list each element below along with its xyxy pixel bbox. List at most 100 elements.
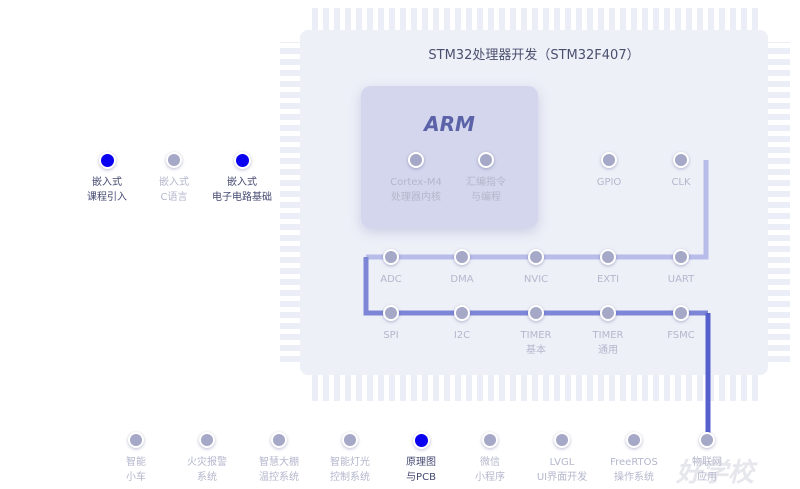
label-line: 电子电路基础 xyxy=(212,192,272,203)
label-line: 基本 xyxy=(525,345,546,356)
label-line: 应用 xyxy=(697,472,717,483)
path-turn1 xyxy=(366,160,709,260)
label-line: TIMER xyxy=(520,330,552,341)
label-line: 小车 xyxy=(126,472,146,483)
roadmap-node[interactable] xyxy=(408,152,424,168)
roadmap-node[interactable] xyxy=(673,152,689,168)
roadmap-node[interactable] xyxy=(271,432,287,448)
roadmap-node[interactable] xyxy=(528,305,544,321)
roadmap-node-label: 汇编指令与编程 xyxy=(466,175,506,205)
label-line: UART xyxy=(667,274,695,285)
label-line: 操作系统 xyxy=(614,472,654,483)
roadmap-node-label: NVIC xyxy=(524,272,548,287)
label-line: 原理图 xyxy=(406,457,436,468)
roadmap-node-label: 嵌入式电子电路基础 xyxy=(212,175,272,205)
roadmap-node-label: ADC xyxy=(380,272,402,287)
roadmap-node-label: FSMC xyxy=(667,328,695,343)
roadmap-node[interactable] xyxy=(383,305,399,321)
chip-title: STM32处理器开发（STM32F407） xyxy=(428,48,640,63)
watermark-logo: 好学校 xyxy=(676,458,755,488)
label-line: FSMC xyxy=(667,330,695,341)
label-line: 课程引入 xyxy=(87,192,127,203)
label-line: 智能 xyxy=(126,457,146,468)
roadmap-node[interactable] xyxy=(554,432,570,448)
label-line: FreeRTOS xyxy=(610,457,658,468)
roadmap-node-label: TIMER 基本 xyxy=(521,328,552,358)
roadmap-node-label: Cortex-M4 处理器内核 xyxy=(390,175,442,205)
roadmap-node[interactable] xyxy=(673,305,689,321)
label-line: 物联网 xyxy=(692,457,722,468)
label-line: EXTI xyxy=(596,274,620,285)
roadmap-node[interactable] xyxy=(342,432,358,448)
label-line: I2C xyxy=(453,330,471,341)
chip-pins-left xyxy=(280,42,300,362)
roadmap-node-label: EXTI xyxy=(597,272,619,287)
label-line: 与编程 xyxy=(471,192,501,203)
roadmap-node[interactable] xyxy=(99,152,116,169)
label-line: NVIC xyxy=(523,274,549,285)
roadmap-node-label: DMA xyxy=(450,272,473,287)
chip-pins-right xyxy=(768,42,790,362)
roadmap-node-label: 物联网应用 xyxy=(692,455,722,485)
roadmap-node-label: SPI xyxy=(383,328,398,343)
label-line: 火灾报警 xyxy=(187,457,227,468)
label-line: LVGL xyxy=(549,457,575,468)
roadmap-node[interactable] xyxy=(454,305,470,321)
roadmap-node-label: TIMER 通用 xyxy=(593,328,624,358)
roadmap-node-label: 微信小程序 xyxy=(475,455,505,485)
chip-pins-bottom xyxy=(312,375,762,401)
label-line: GPIO xyxy=(596,177,622,188)
roadmap-node[interactable] xyxy=(234,152,251,169)
label-line: 温控系统 xyxy=(259,472,299,483)
label-line: C语言 xyxy=(160,192,188,203)
label-line: DMA xyxy=(450,274,474,285)
roadmap-node[interactable] xyxy=(601,152,617,168)
roadmap-node[interactable] xyxy=(626,432,642,448)
label-line: 小程序 xyxy=(475,472,505,483)
arm-logo: ARM xyxy=(424,112,475,136)
roadmap-node[interactable] xyxy=(600,249,616,265)
roadmap-node-label: 智能灯光控制系统 xyxy=(330,455,370,485)
arm-core-box: ARM xyxy=(361,86,538,228)
roadmap-node[interactable] xyxy=(128,432,144,448)
roadmap-node-label: LVGL UI界面开发 xyxy=(537,455,587,485)
label-line: 智慧大棚 xyxy=(259,457,299,468)
label-line: SPI xyxy=(383,330,399,341)
label-line: 与PCB xyxy=(406,472,436,483)
path-turn2 xyxy=(363,257,708,316)
roadmap-node[interactable] xyxy=(478,152,494,168)
roadmap-node-label: I2C xyxy=(454,328,470,343)
label-line: 系统 xyxy=(197,472,217,483)
roadmap-node[interactable] xyxy=(454,249,470,265)
roadmap-node-label: CLK xyxy=(671,175,690,190)
label-line: 通用 xyxy=(597,345,618,356)
roadmap-node-label: 原理图与PCB xyxy=(406,455,436,485)
label-line: Cortex-M4 xyxy=(390,177,442,188)
roadmap-node[interactable] xyxy=(600,305,616,321)
label-line: 处理器内核 xyxy=(390,192,441,203)
label-line: CLK xyxy=(671,177,691,188)
roadmap-node-label: GPIO xyxy=(597,175,622,190)
roadmap-node[interactable] xyxy=(699,432,715,448)
label-line: UI界面开发 xyxy=(536,472,588,483)
roadmap-node[interactable] xyxy=(413,432,430,449)
roadmap-node[interactable] xyxy=(199,432,215,448)
label-line: 智能灯光 xyxy=(330,457,370,468)
label-line: 汇编指令 xyxy=(466,177,506,188)
roadmap-node-label: FreeRTOS 操作系统 xyxy=(610,455,658,485)
roadmap-node-label: 火灾报警系统 xyxy=(187,455,227,485)
label-line: 微信 xyxy=(480,457,500,468)
roadmap-node-label: UART xyxy=(668,272,695,287)
roadmap-node[interactable] xyxy=(482,432,498,448)
roadmap-node[interactable] xyxy=(166,152,182,168)
roadmap-node[interactable] xyxy=(673,249,689,265)
label-line: TIMER xyxy=(592,330,624,341)
label-line: 嵌入式 xyxy=(159,177,189,188)
label-line: 嵌入式 xyxy=(92,177,122,188)
roadmap-node-label: 智慧大棚温控系统 xyxy=(259,455,299,485)
roadmap-node[interactable] xyxy=(383,249,399,265)
roadmap-node[interactable] xyxy=(528,249,544,265)
roadmap-node-label: 嵌入式课程引入 xyxy=(87,175,127,205)
roadmap-node-label: 智能小车 xyxy=(126,455,146,485)
